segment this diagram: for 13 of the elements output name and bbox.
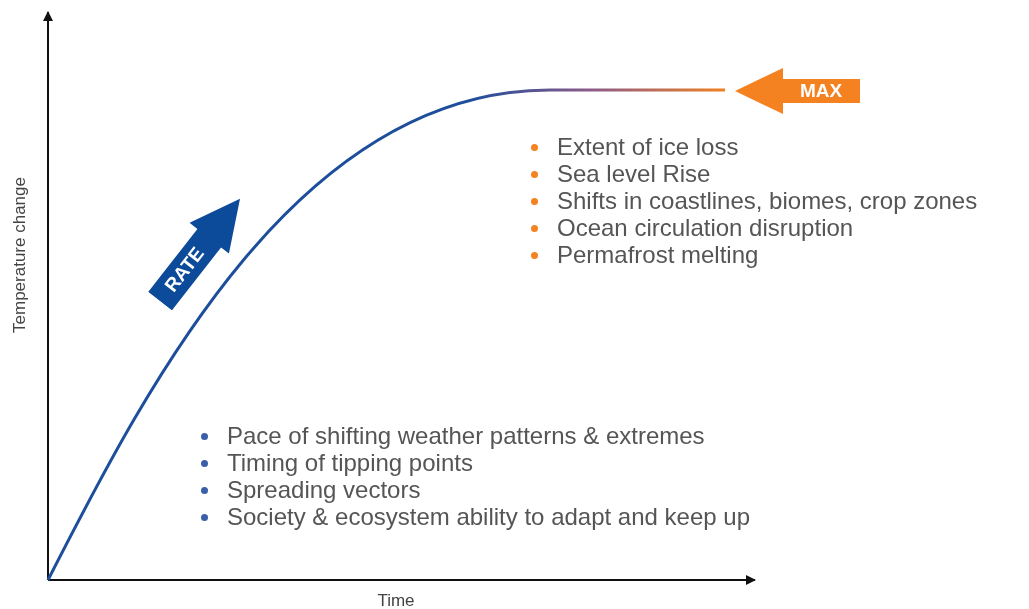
axis-title: Temperature change <box>10 177 30 333</box>
list-item: Extent of ice loss <box>557 133 739 160</box>
list-item: Timing of tipping points <box>227 449 473 476</box>
list-item: Sea level Rise <box>557 160 711 187</box>
list-item: Society & ecosystem ability to adapt and keep up <box>227 503 750 530</box>
list-item: Permafrost melting <box>557 241 759 268</box>
axis-title: Time <box>377 591 415 609</box>
arrow-label: MAX <box>799 80 843 102</box>
max-arrow <box>735 68 860 114</box>
list-item: Pace of shifting weather patterns & extremes <box>227 422 705 449</box>
list-item: Spreading vectors <box>227 476 421 503</box>
list-item: Shifts in coastlines, biomes, crop zones <box>557 187 978 214</box>
list-item: Ocean circulation disruption <box>557 214 854 241</box>
